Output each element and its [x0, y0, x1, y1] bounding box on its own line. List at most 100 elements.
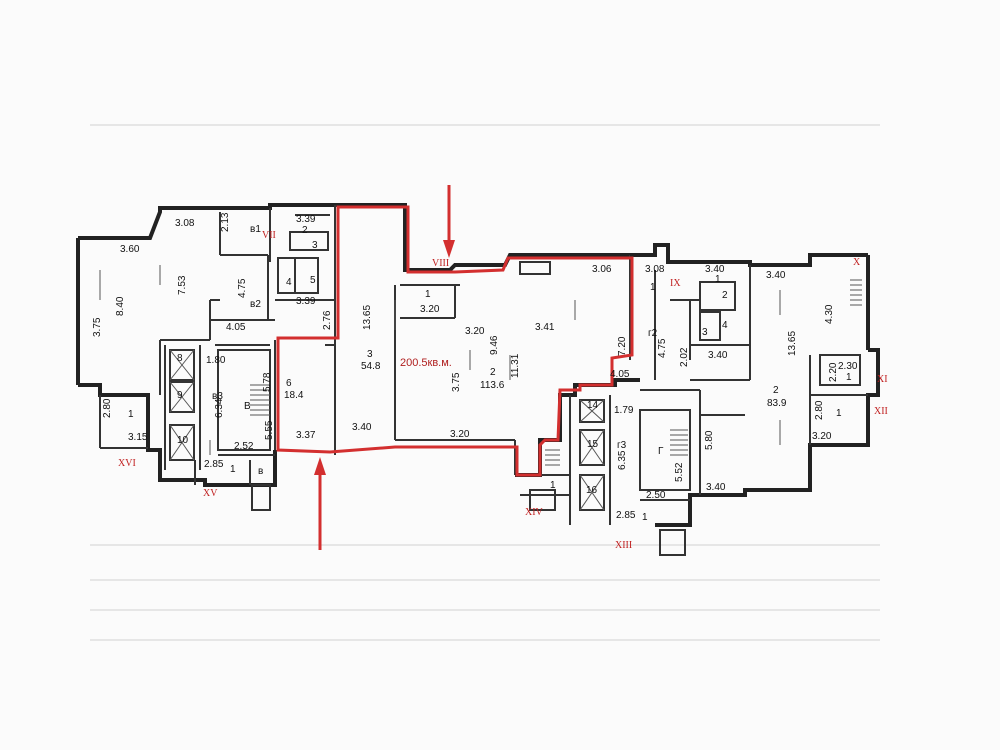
section-mark: XVI — [118, 458, 136, 469]
dimension-label: 1 — [642, 512, 648, 523]
dimension-label: 13.65 — [362, 305, 373, 330]
dimension-label: 3.06 — [592, 264, 612, 275]
dimension-label: 3.75 — [92, 317, 103, 337]
dimension-label: 1 — [550, 480, 556, 491]
dimension-label: 3.41 — [535, 322, 555, 333]
dimension-label: в — [258, 466, 263, 477]
dimension-label: 3.15 — [128, 432, 148, 443]
dimension-label: 2.30 — [838, 361, 858, 372]
dimension-label: 2 — [490, 367, 496, 378]
dimension-label: 6.34 — [214, 398, 225, 418]
dimension-label: 7.53 — [177, 275, 188, 295]
section-mark: XI — [877, 374, 888, 385]
dimension-label: 3.20 — [450, 429, 470, 440]
dimension-label: 4.75 — [237, 278, 248, 298]
dimension-label: 2.76 — [322, 310, 333, 330]
dimension-label: 3.37 — [296, 430, 316, 441]
center-walls — [334, 203, 631, 475]
dimension-label: 4.75 — [657, 338, 668, 358]
dimension-label: 2.50 — [646, 490, 666, 501]
dimension-label: 113.6 — [480, 380, 505, 391]
section-mark: XIV — [525, 507, 544, 518]
dimension-label: 2.85 — [616, 510, 636, 521]
dimension-label: 1 — [846, 372, 852, 383]
dimension-label: 5 — [310, 275, 316, 286]
dimension-label: 1 — [230, 464, 236, 475]
dimension-label: 3.75 — [451, 372, 462, 392]
dimension-label: 6 — [286, 378, 292, 389]
dimension-label: 3.08 — [175, 218, 195, 229]
dimension-label: 3 — [312, 240, 318, 251]
elevator-number: 14 — [587, 400, 599, 411]
section-mark: IX — [670, 278, 681, 289]
dimension-label: 3.20 — [420, 304, 440, 315]
dimension-label: 3.40 — [706, 482, 726, 493]
highlighted-unit-outline — [276, 205, 634, 477]
dimension-label: 11.31 — [510, 353, 521, 378]
dimension-label: 2.20 — [828, 362, 839, 382]
dimension-label: 4.30 — [824, 304, 835, 324]
dimension-label: 4 — [722, 320, 728, 331]
dimension-label: 18.4 — [284, 390, 304, 401]
dimension-label: 3.40 — [705, 264, 725, 275]
right-wing-walls — [630, 243, 880, 556]
dimension-label: 3.60 — [120, 244, 140, 255]
elevator-number: 15 — [587, 439, 599, 450]
dimension-label: 3.40 — [352, 422, 372, 433]
elevator-number: 9 — [177, 390, 183, 401]
dimension-label: 2.80 — [814, 400, 825, 420]
dimension-label: 4.05 — [610, 369, 630, 380]
dimension-label: 4.05 — [226, 322, 246, 333]
dimension-label: 2.80 — [102, 398, 113, 418]
dimension-label: 8.40 — [115, 296, 126, 316]
dimension-label: 5.78 — [262, 372, 273, 392]
top-arrow — [443, 185, 455, 258]
dimension-label: 4 — [286, 277, 292, 288]
dimension-label: В — [244, 401, 251, 412]
right-stair — [545, 279, 862, 466]
dimension-label: 1 — [128, 409, 134, 420]
dimension-label: 5.52 — [674, 462, 685, 482]
dimension-label: Г — [658, 446, 664, 457]
dimension-label: 1.79 — [614, 405, 634, 416]
dimension-label: 3.40 — [766, 270, 786, 281]
dimension-label: 3 — [367, 349, 373, 360]
dimension-label: 3.20 — [812, 431, 832, 442]
dimension-label: в1 — [250, 224, 261, 235]
dimension-label: 9.46 — [489, 335, 500, 355]
dimension-label: 1 — [836, 408, 842, 419]
dimension-label: 1.80 — [206, 355, 226, 366]
dimension-label: 3 — [702, 327, 708, 338]
dimension-label: 6.35 — [617, 450, 628, 470]
dimension-label: 54.8 — [361, 361, 381, 372]
section-mark: VII — [262, 230, 276, 241]
left-elevator-core — [169, 349, 270, 461]
scan-ghost-lines — [90, 124, 880, 641]
highlight-area-label: 200.5кв.м. — [400, 357, 452, 369]
dimension-label: 83.9 — [767, 398, 787, 409]
dimension-label: 2.85 — [204, 459, 224, 470]
section-mark: XV — [203, 488, 218, 499]
dimension-label: в2 — [250, 299, 261, 310]
dimension-label: 5.80 — [704, 430, 715, 450]
section-mark: XII — [874, 406, 888, 417]
dimension-label: г3 — [617, 440, 627, 451]
dimension-label: 3.39 — [296, 214, 316, 225]
dimension-label: 2.13 — [220, 212, 231, 232]
dimension-label: 3.40 — [708, 350, 728, 361]
dimension-label: 3.08 — [645, 264, 665, 275]
right-elevator-core — [515, 279, 862, 525]
dimension-label: 2.52 — [234, 441, 254, 452]
dimension-label: 13.65 — [787, 331, 798, 356]
dimension-label: 3.20 — [465, 326, 485, 337]
elevator-number: 10 — [177, 435, 189, 446]
dimension-label: 2 — [773, 385, 779, 396]
dimension-label: 3.39 — [296, 296, 316, 307]
dimension-label: г2 — [648, 328, 658, 339]
section-mark: VIII — [432, 258, 449, 269]
